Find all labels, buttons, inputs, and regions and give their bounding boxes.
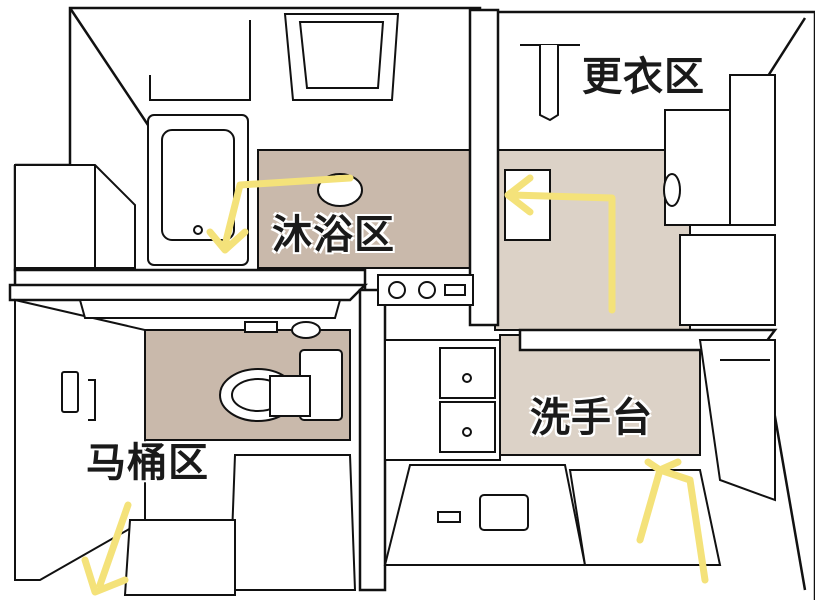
toilet-shelf — [78, 299, 342, 339]
toilet-side-wall — [14, 298, 146, 581]
partitions — [8, 8, 778, 592]
bath-control-panel — [377, 274, 474, 306]
skylight-window — [283, 13, 400, 101]
arrow-sink — [636, 458, 709, 584]
dressing-area-label: 更衣区 — [582, 54, 705, 100]
shower-area-label: 沐浴区 — [272, 212, 395, 258]
grab-rail — [149, 20, 251, 101]
dressing-cabinet — [679, 234, 776, 326]
arrow-dressing — [504, 174, 616, 314]
sink-mat — [383, 464, 722, 566]
toilet-remote — [61, 371, 96, 421]
washing-machine — [663, 74, 776, 226]
sink-cabinet — [384, 339, 501, 461]
sink-side-shelf — [698, 339, 776, 502]
bathtub — [147, 114, 249, 266]
arrow-toilet — [81, 501, 132, 596]
hanging-towel — [520, 44, 580, 122]
flow-arrows — [81, 174, 709, 596]
sink-area-label: 洗手台 — [530, 395, 653, 441]
toilet — [219, 349, 343, 422]
arrow-shower — [206, 174, 354, 254]
left-wall-block — [14, 164, 136, 269]
toilet-mat — [123, 454, 357, 596]
toilet-area-label: 马桶区 — [86, 440, 209, 486]
